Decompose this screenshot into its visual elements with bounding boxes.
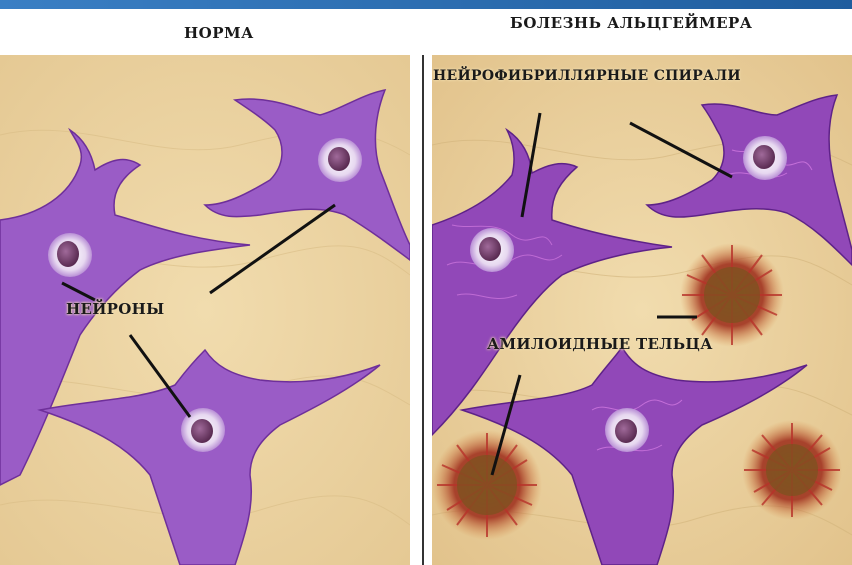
neurons-label: НЕЙРОНЫ <box>66 300 164 318</box>
right-panel-title: БОЛЕЗНЬ АЛЬЦГЕЙМЕРА <box>510 14 753 32</box>
alzheimer-illustration <box>432 55 852 565</box>
left-panel-title: НОРМА <box>184 24 254 42</box>
normal-brain-panel <box>0 55 410 565</box>
panel-divider <box>422 55 424 565</box>
tangles-label: НЕЙРОФИБРИЛЛЯРНЫЕ СПИРАЛИ <box>433 68 741 84</box>
normal-illustration <box>0 55 410 565</box>
nucleus <box>57 241 79 267</box>
alzheimer-panel <box>432 55 852 565</box>
amyloid-plaque-2 <box>432 430 542 540</box>
amyloid-plaque-3 <box>742 420 842 520</box>
top-accent-bar <box>0 0 852 9</box>
amyloid-plaque-1 <box>680 243 784 347</box>
plaques-label: АМИЛОИДНЫЕ ТЕЛЬЦА <box>487 335 713 353</box>
